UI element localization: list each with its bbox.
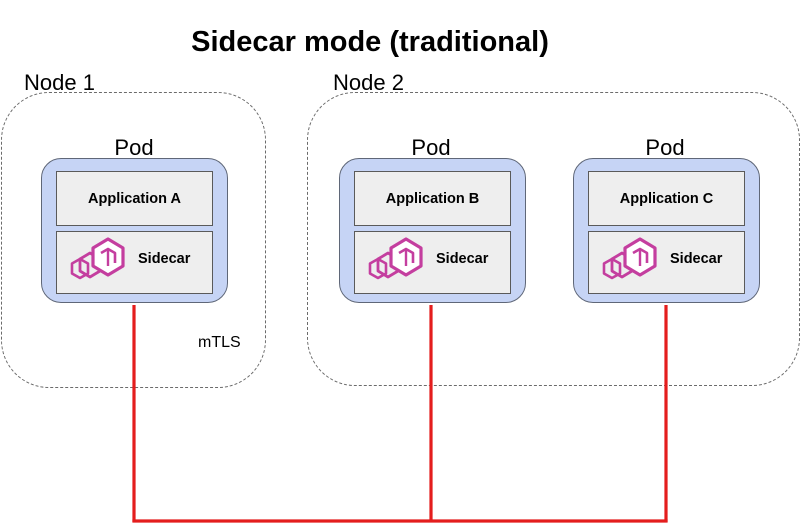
sidecar-a-box: Sidecar bbox=[56, 231, 213, 294]
pod-c-label: Pod bbox=[645, 135, 685, 160]
application-b-label: Application B bbox=[385, 190, 480, 207]
application-c-label: Application C bbox=[619, 190, 714, 207]
node-1-label: Node 1 bbox=[24, 70, 95, 95]
sidecar-b-label: Sidecar bbox=[436, 251, 489, 267]
sidecar-c-label: Sidecar bbox=[670, 251, 723, 267]
application-b-box: Application B bbox=[354, 171, 511, 226]
sidecar-b-box: Sidecar bbox=[354, 231, 511, 294]
pod-a: Application A Sidecar bbox=[41, 158, 228, 303]
diagram-title: Sidecar mode (traditional) bbox=[191, 26, 549, 58]
sidecar-a-label: Sidecar bbox=[138, 251, 191, 267]
mtls-label: mTLS bbox=[198, 334, 241, 351]
pod-b: Application B Sidecar bbox=[339, 158, 526, 303]
pod-c: Application C Sidecar bbox=[573, 158, 760, 303]
pod-b-label: Pod bbox=[411, 135, 451, 160]
application-c-box: Application C bbox=[588, 171, 745, 226]
application-a-box: Application A bbox=[56, 171, 213, 226]
sidecar-c-box: Sidecar bbox=[588, 231, 745, 294]
application-a-label: Application A bbox=[88, 190, 181, 207]
node-2-label: Node 2 bbox=[333, 70, 404, 95]
pod-a-label: Pod bbox=[114, 135, 154, 160]
